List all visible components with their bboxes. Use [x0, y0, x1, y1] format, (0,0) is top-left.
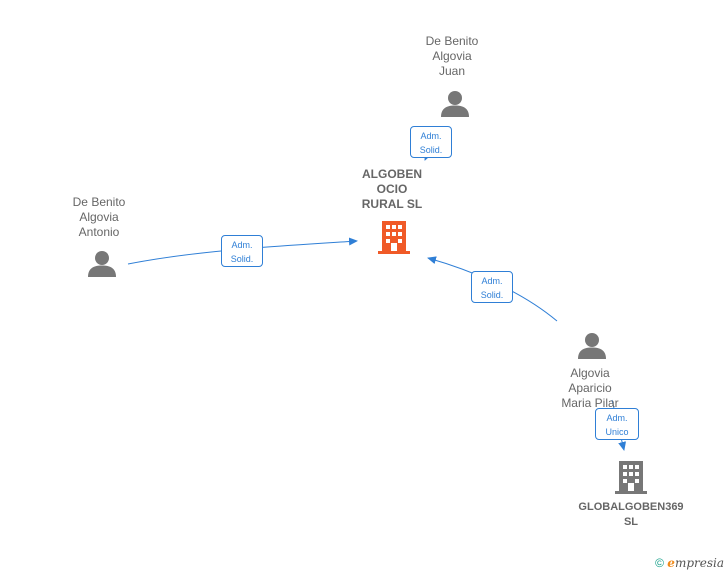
person-label-antonio[interactable]: De Benito Algovia Antonio — [72, 195, 126, 239]
company-label-algoben[interactable]: ALGOBEN OCIO RURAL SL — [361, 167, 423, 211]
copyright-icon: © — [655, 556, 664, 570]
person-label-juan[interactable]: De Benito Algovia Juan — [425, 34, 479, 78]
role-badge-line2: Solid. — [419, 145, 443, 155]
person-icon[interactable] — [87, 249, 117, 279]
role-badge-juan[interactable]: Adm. Solid. — [410, 126, 452, 158]
company-label-globalgoben[interactable]: GLOBALGOBEN369 SL — [578, 501, 684, 528]
role-badge-line1: Adm. — [420, 131, 442, 141]
person-label-pilar[interactable]: Algovia Aparicio Maria Pilar — [561, 366, 619, 410]
role-badge-pilar-main[interactable]: Adm. Solid. — [471, 271, 513, 303]
role-badge-pilar-sub[interactable]: Adm. Unico — [595, 408, 639, 440]
building-icon[interactable] — [378, 219, 410, 255]
person-icon[interactable] — [577, 331, 607, 361]
footer-brand: © empresia — [655, 556, 724, 570]
role-badge-line1: Adm. — [231, 240, 253, 250]
brand-logo: empresia — [667, 556, 724, 570]
role-badge-line1: Adm. — [481, 276, 503, 286]
role-badge-line2: Solid. — [480, 290, 504, 300]
role-badge-antonio[interactable]: Adm. Solid. — [221, 235, 263, 267]
role-badge-line2: Unico — [605, 427, 629, 437]
role-badge-line1: Adm. — [606, 413, 628, 423]
person-icon[interactable] — [440, 89, 470, 119]
role-badge-line2: Solid. — [230, 254, 254, 264]
building-icon[interactable] — [615, 459, 647, 495]
